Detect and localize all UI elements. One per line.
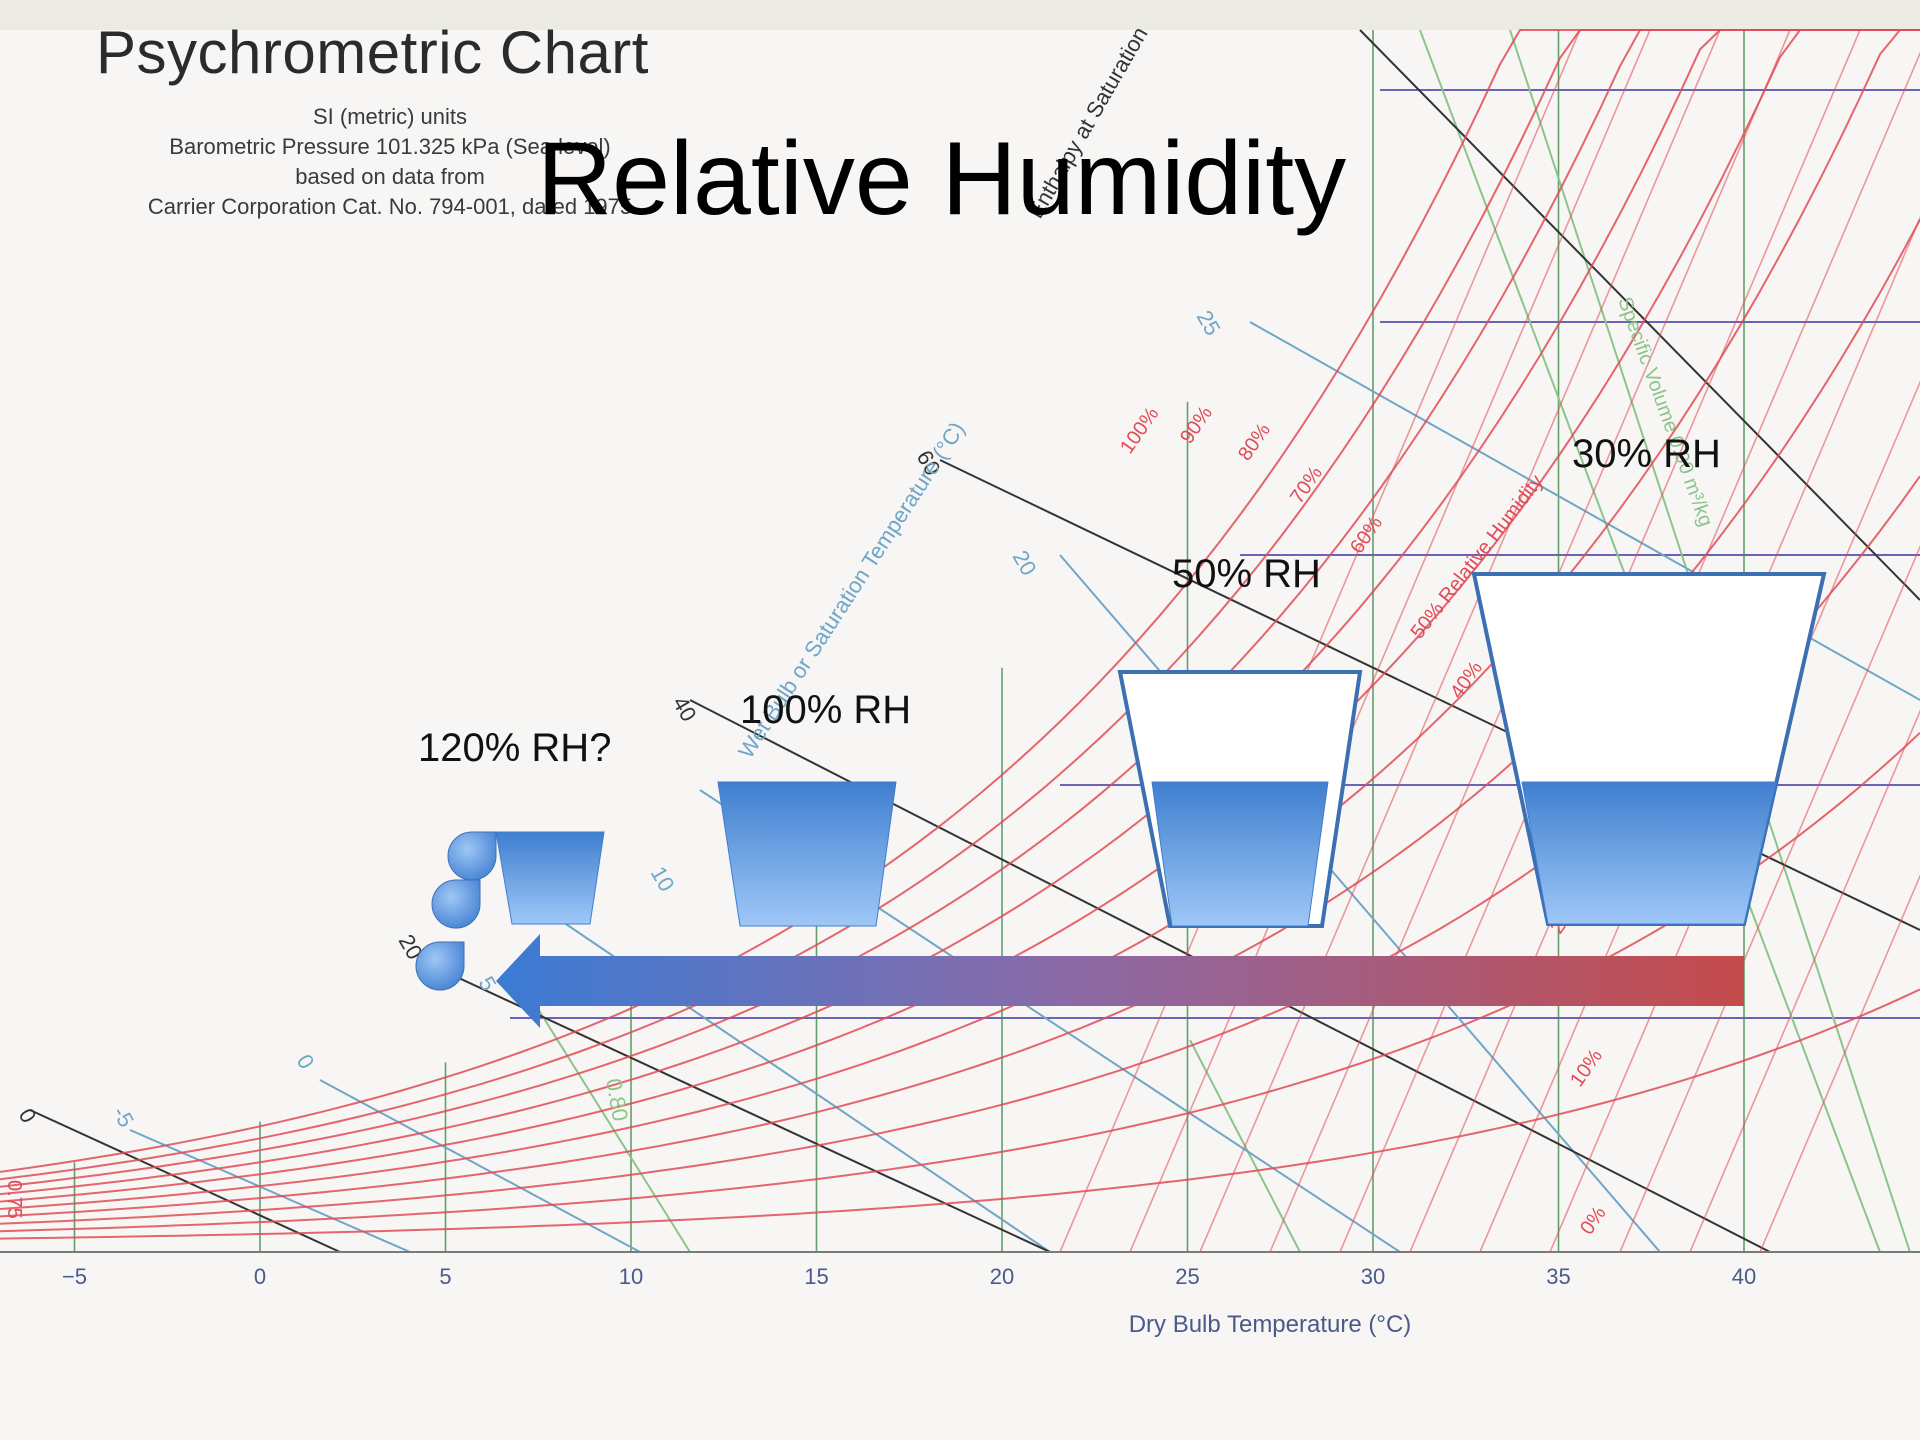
rh-curve-extension: [1059, 29, 1581, 1253]
cup-100-water: [717, 781, 897, 927]
x-tick-label: 35: [1546, 1264, 1570, 1289]
wet-bulb-label: 25: [1192, 306, 1226, 340]
cooling-arrow: [496, 934, 1744, 1028]
x-axis-label: Dry Bulb Temperature (°C): [1129, 1311, 1412, 1338]
slide-title: Relative Humidity: [537, 121, 1347, 237]
rh-percent-label: 60%: [1346, 512, 1387, 558]
wet-bulb-line: [319, 1079, 641, 1253]
enthalpy-line: [29, 1109, 341, 1253]
slide-top-bar: [0, 0, 1920, 30]
rh-percent-label: 40%: [1446, 657, 1487, 703]
cup-120-water: [495, 831, 605, 925]
rh-curve-10: [0, 988, 1920, 1240]
rh-curve-extension: [1199, 29, 1721, 1253]
rh-curve-70: [0, 29, 1920, 1196]
rh-curve-extension: [1759, 873, 1920, 1253]
rh-curve-50: [0, 29, 1920, 1210]
x-tick-label: 0: [254, 1264, 266, 1289]
enthalpy-line: [1359, 29, 1920, 601]
water-drop-3: [415, 941, 465, 991]
rh-label-120: 120% RH?: [418, 726, 612, 770]
x-tick-label: 20: [990, 1264, 1014, 1289]
wet-bulb-label: -5: [108, 1102, 139, 1131]
water-drop-1: [447, 831, 497, 881]
x-tick-label: 30: [1361, 1264, 1385, 1289]
chart-subtitle-based-on: based on data from: [295, 164, 485, 189]
x-tick-label: 40: [1732, 1264, 1756, 1289]
rh-percent-label: 100%: [1116, 403, 1163, 458]
enthalpy-label: 0: [14, 1104, 42, 1127]
rh-percent-label: 90%: [1176, 402, 1217, 448]
cup-30-water: [1521, 781, 1777, 925]
wet-bulb-label: 0: [292, 1050, 320, 1073]
rh-label-50: 50% RH: [1172, 552, 1321, 596]
left-axis-label: 0.75: [3, 1180, 25, 1219]
chart-subtitle-units: SI (metric) units: [312, 104, 468, 129]
rh-percent-label: 70%: [1286, 462, 1327, 508]
x-tick-label: 15: [804, 1264, 828, 1289]
rh-curve-extension: [1689, 709, 1920, 1253]
rh-percent-label: 80%: [1234, 419, 1275, 465]
x-tick-label: 10: [619, 1264, 643, 1289]
rh-curve-80: [0, 29, 1920, 1188]
x-tick-label: 5: [439, 1264, 451, 1289]
rh-label-100: 100% RH: [740, 688, 912, 732]
chart-subtitle-pressure: Barometric Pressure 101.325 kPa (Sea lev…: [169, 134, 611, 159]
rh-curve-extension: [1619, 544, 1920, 1253]
chart-subtitle-source: Carrier Corporation Cat. No. 794-001, da…: [147, 194, 633, 219]
enthalpy-label: 40: [668, 692, 702, 726]
rh-curve-extension: [1129, 29, 1651, 1253]
wet-bulb-label: 20: [1008, 546, 1042, 580]
water-drop-2: [431, 879, 481, 929]
rh-curve-100: [0, 29, 1920, 1173]
rh-percent-label: 10%: [1566, 1045, 1607, 1091]
wet-bulb-label: 10: [646, 862, 680, 896]
specific-volume-line: [519, 979, 691, 1253]
rh-label-30: 30% RH: [1572, 432, 1721, 476]
x-tick-label: 25: [1175, 1264, 1199, 1289]
chart-title: Psychrometric Chart: [96, 19, 649, 86]
x-tick-label: −5: [62, 1264, 87, 1289]
rh-percent-label: 0%: [1576, 1202, 1611, 1238]
specific-volume-axis-label: Specific Volume 0.90 m³/kg: [1613, 294, 1717, 529]
cup-50-water: [1151, 781, 1329, 927]
